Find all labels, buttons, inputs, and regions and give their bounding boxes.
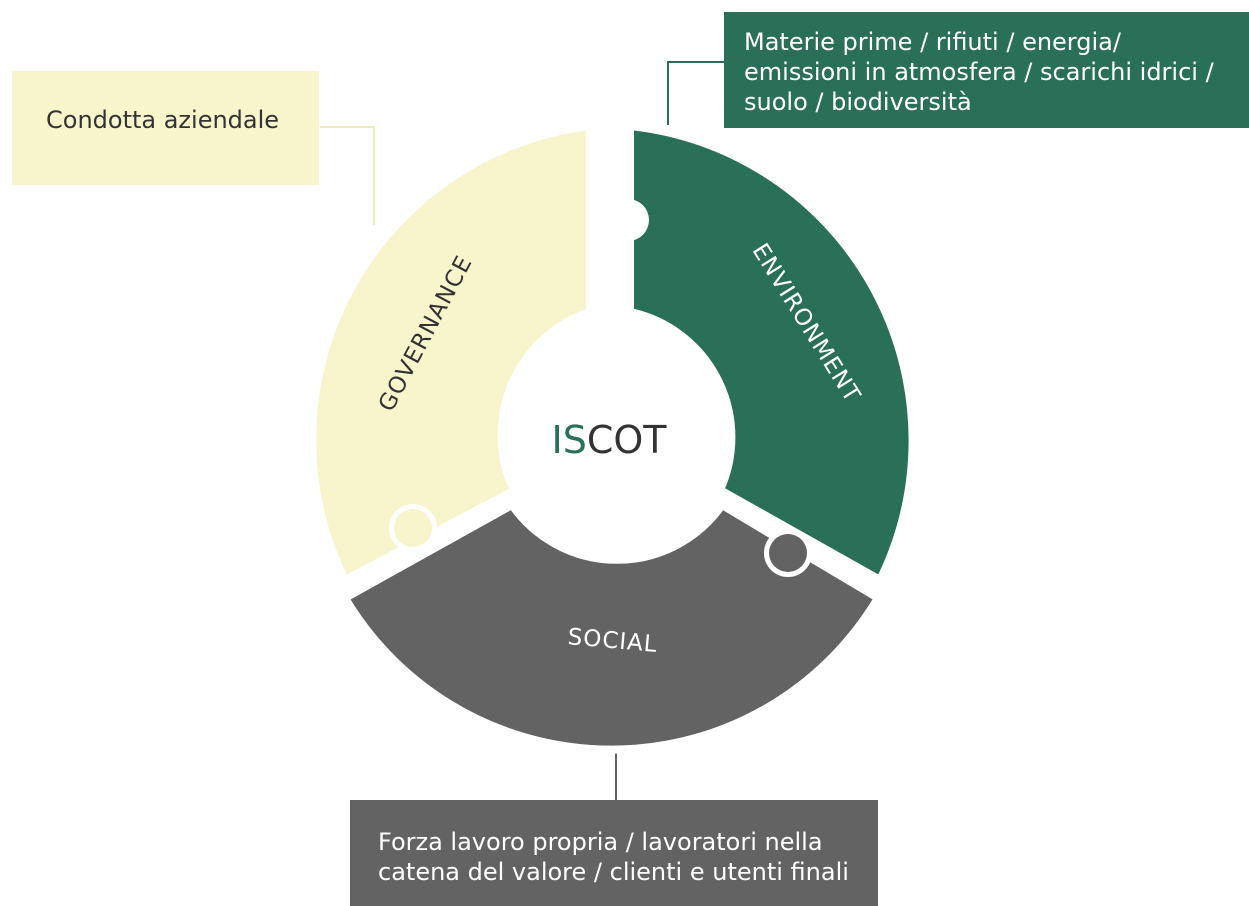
environment-segment [607, 122, 917, 584]
governance-description: Condotta aziendale [46, 106, 280, 134]
logo-suffix: COT [587, 418, 667, 462]
environment-description: Materie prime / rifiuti / energia/ emiss… [744, 28, 1214, 116]
center-hub [498, 328, 722, 552]
environment-description-box: Materie prime / rifiuti / energia/ emiss… [724, 12, 1249, 128]
environment-connector [667, 61, 724, 125]
social-segment [341, 501, 882, 754]
governance-segment [308, 122, 594, 584]
environment-puzzle-notch [607, 199, 649, 241]
social-description-box: Forza lavoro propria / lavoratori nella … [350, 800, 878, 906]
social-description: Forza lavoro propria / lavoratori nella … [378, 828, 849, 886]
logo-prefix: IS [552, 418, 587, 462]
iscot-logo: ISCOT [552, 418, 668, 462]
governance-description-box: Condotta aziendale [12, 71, 319, 185]
governance-connector [320, 126, 375, 225]
